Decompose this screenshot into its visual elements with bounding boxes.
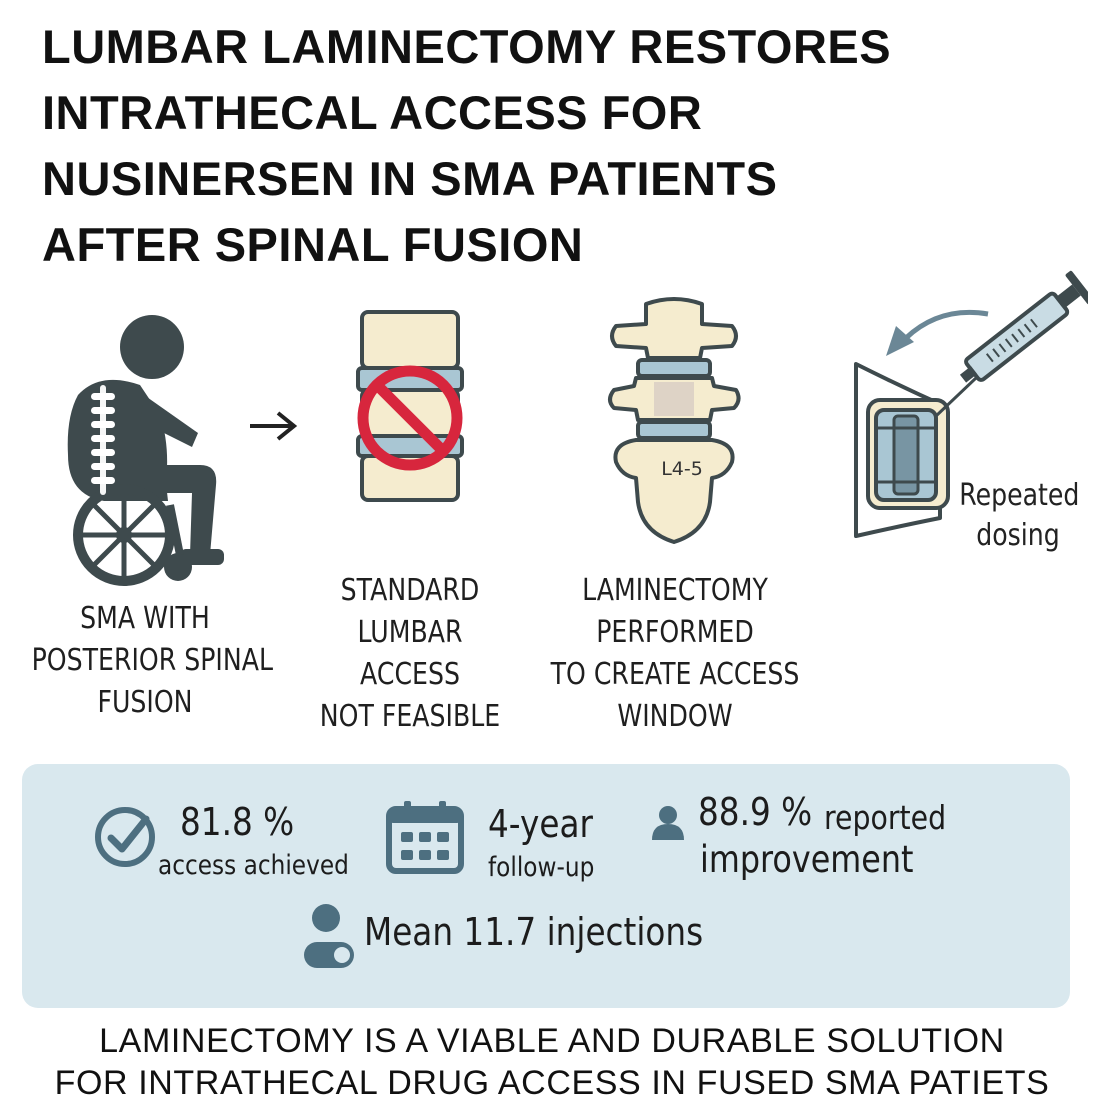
laminectomy-spine-icon	[608, 297, 741, 544]
caption-line: dosing	[976, 518, 1060, 553]
stat-followup: 4-year follow-up	[386, 794, 636, 894]
arrow-right-icon	[250, 411, 298, 441]
page-title: LUMBAR LAMINECTOMY RESTORES INTRATHECAL …	[42, 14, 1082, 278]
results-panel: 81.8 % access achieved 4-year follow-up …	[22, 764, 1070, 1008]
step-caption-laminectomy: LAMINECTOMY PERFORMED TO CREATE ACCESS W…	[545, 570, 805, 738]
conclusion-line-1: LAMINECTOMY IS A VIABLE AND DURABLE SOLU…	[99, 1022, 1005, 1060]
caption-line: POSTERIOR SPINAL	[31, 643, 273, 678]
caption-line: TO CREATE ACCESS	[550, 657, 800, 692]
vertebra-label: L4-5	[661, 458, 703, 480]
title-line-4: AFTER SPINAL FUSION	[42, 218, 584, 271]
caption-line: ACCESS	[360, 657, 460, 692]
stat-access-label: access achieved	[158, 850, 349, 881]
caption-line: PERFORMED	[596, 615, 754, 650]
caption-line: FUSION	[97, 685, 193, 720]
stat-access-value: 81.8 %	[180, 800, 295, 844]
caption-line: Repeated	[959, 478, 1080, 513]
caption-line: SMA WITH	[80, 601, 210, 636]
wheelchair-patient-icon	[67, 315, 224, 586]
conclusion: LAMINECTOMY IS A VIABLE AND DURABLE SOLU…	[0, 1020, 1104, 1104]
check-circle-icon	[95, 807, 155, 867]
title-line-2: INTRATHECAL ACCESS FOR	[42, 86, 703, 139]
caption-line: LAMINECTOMY	[582, 573, 768, 608]
syringe-injection-icon	[854, 270, 1088, 538]
stat-improvement-inline-label: reported	[824, 798, 947, 837]
user-toggle-icon	[304, 904, 354, 968]
stat-improvement-value: 88.9 %	[698, 790, 813, 834]
blocked-spine-icon	[356, 310, 464, 502]
person-icon	[652, 806, 684, 840]
stat-injections: Mean 11.7 injections	[302, 900, 802, 980]
repeated-dosing-caption: Repeated dosing	[959, 476, 1080, 556]
conclusion-line-2: FOR INTRATHECAL DRUG ACCESS IN FUSED SMA…	[54, 1064, 1050, 1102]
caption-line: STANDARD	[340, 573, 480, 608]
caption-line: LUMBAR	[357, 615, 463, 650]
calendar-icon	[386, 801, 464, 874]
step-caption-fusion: SMA WITH POSTERIOR SPINAL FUSION	[31, 598, 273, 724]
title-line-3: NUSINERSEN IN SMA PATIENTS	[42, 152, 778, 205]
stat-followup-label: follow-up	[488, 852, 595, 883]
stat-access: 81.8 % access achieved	[92, 794, 382, 894]
caption-line: WINDOW	[617, 699, 733, 734]
stat-followup-value: 4-year	[488, 802, 593, 846]
caption-line: NOT FEASIBLE	[319, 699, 501, 734]
stat-injections-text: Mean 11.7 injections	[364, 910, 704, 954]
stat-improvement: 88.9 % reported improvement	[650, 788, 1050, 888]
title-line-1: LUMBAR LAMINECTOMY RESTORES	[42, 20, 892, 73]
stat-improvement-label: improvement	[700, 838, 914, 881]
step-caption-not-feasible: STANDARD LUMBAR ACCESS NOT FEASIBLE	[318, 570, 503, 738]
